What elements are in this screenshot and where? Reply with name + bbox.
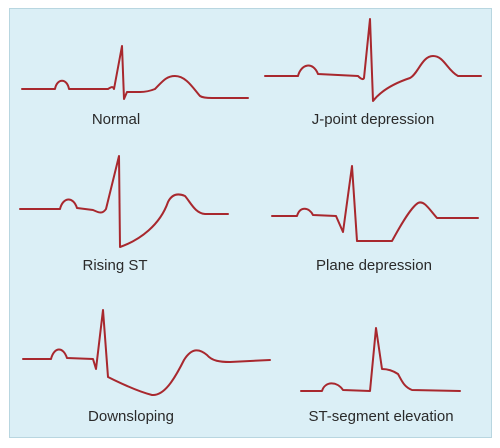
plane-depression-waveform	[271, 165, 479, 242]
normal-waveform	[21, 45, 249, 100]
figure-background-panel	[9, 8, 492, 438]
st-segment-elevation-waveform	[300, 327, 461, 392]
j-point-depression-waveform	[264, 18, 482, 102]
label-downsloping: Downsloping	[88, 408, 174, 425]
label-j-point-depression: J-point depression	[311, 111, 435, 128]
rising-st-waveform	[19, 155, 229, 248]
label-rising-st: Rising ST	[82, 257, 148, 274]
label-plane-depression: Plane depression	[316, 257, 432, 274]
label-normal: Normal	[91, 111, 141, 128]
downsloping-waveform	[22, 309, 271, 396]
label-st-segment-elevation: ST-segment elevation	[308, 408, 454, 425]
